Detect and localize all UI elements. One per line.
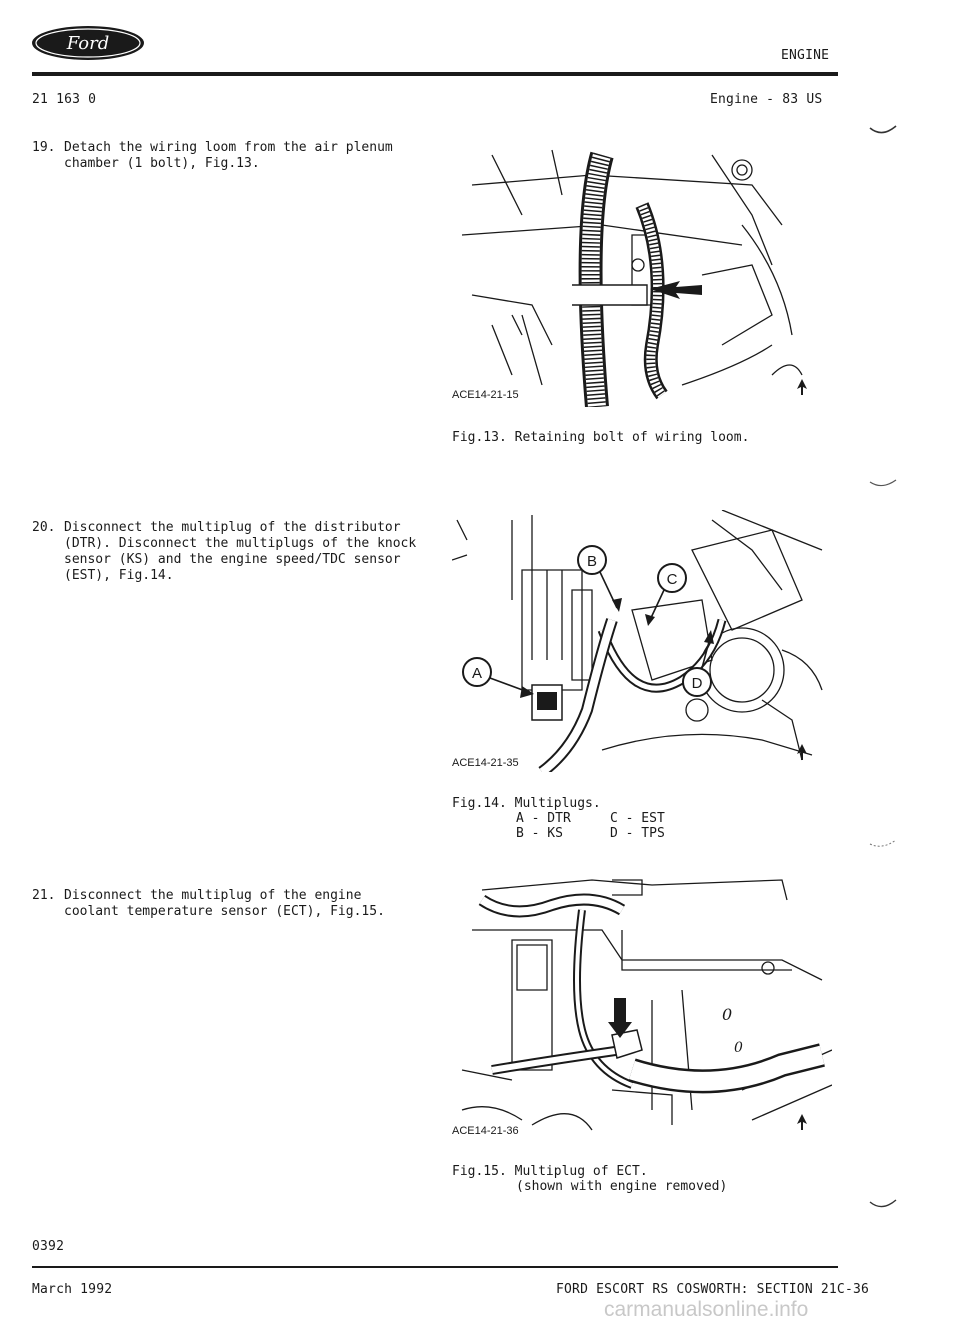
svg-text:0: 0: [722, 1005, 732, 1024]
margin-mark: [869, 125, 897, 134]
page-code: 21 163 0: [32, 92, 97, 107]
footer-title: FORD ESCORT RS COSWORTH: SECTION 21C-36: [556, 1282, 870, 1297]
callout-a: A: [462, 657, 534, 698]
footer-rule: [32, 1266, 838, 1268]
figure-15-illustration: 0 0 ACE14-21-36: [452, 879, 832, 1137]
svg-text:C: C: [667, 571, 678, 588]
figure-13-caption: Fig.13. Retaining bolt of wiring loom.: [452, 430, 750, 445]
section-label: ENGINE: [781, 48, 830, 63]
margin-mark: [869, 1199, 897, 1208]
legend-row-2-left: B - KS: [516, 826, 563, 841]
callout-d: D: [682, 630, 714, 697]
figure-13-id: ACE14-21-15: [452, 389, 519, 401]
engine-reference: Engine - 83 US: [710, 92, 823, 107]
figure-15-caption: Fig.15. Multiplug of ECT.: [452, 1164, 648, 1179]
figure-14-id: ACE14-21-35: [452, 757, 519, 769]
step-19: 19.Detach the wiring loom from the air p…: [32, 140, 393, 171]
fleur-arrow-icon: [797, 1114, 807, 1130]
fleur-arrow-icon: [797, 379, 807, 395]
svg-text:D: D: [692, 675, 703, 692]
footer-date: March 1992: [32, 1282, 113, 1297]
margin-mark: [869, 839, 897, 847]
step-20: 20.Disconnect the multiplug of the distr…: [32, 520, 417, 583]
watermark: carmanualsonline.info: [604, 1298, 809, 1321]
svg-text:Ford: Ford: [66, 33, 109, 54]
document-number: 0392: [32, 1239, 65, 1254]
figure-15-caption-line2: (shown with engine removed): [516, 1179, 728, 1194]
legend-row-1-left: A - DTR: [516, 811, 571, 826]
fleur-arrow-icon: [797, 744, 807, 760]
callout-c: C: [645, 563, 687, 626]
callout-b: B: [577, 545, 622, 612]
svg-text:B: B: [587, 553, 597, 570]
figure-15-id: ACE14-21-36: [452, 1125, 519, 1137]
svg-text:0: 0: [734, 1040, 743, 1056]
figure-14-caption: Fig.14. Multiplugs.: [452, 796, 601, 811]
legend-row-1-right: C - EST: [610, 811, 665, 826]
step-21: 21.Disconnect the multiplug of the engin…: [32, 888, 385, 919]
header-rule: [32, 72, 838, 76]
margin-mark: [869, 479, 897, 487]
svg-text:A: A: [472, 665, 482, 682]
figure-13-illustration: ACE14-21-15: [452, 149, 807, 407]
figure-14-illustration: B C A D ACE14-21-35: [452, 510, 823, 772]
ford-oval-logo: Ford: [32, 26, 144, 60]
legend-row-2-right: D - TPS: [610, 826, 665, 841]
